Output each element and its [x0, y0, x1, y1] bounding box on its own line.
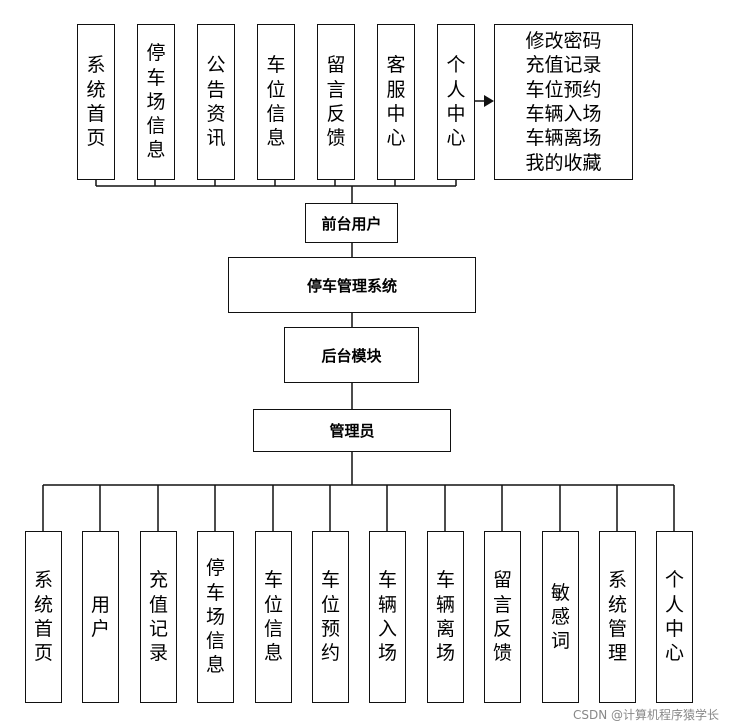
frontend-module-label: 客服中心	[386, 54, 406, 150]
personal-item: 我的收藏	[525, 151, 602, 174]
admin-module-label: 系统管理	[608, 569, 628, 665]
frontend-module-label: 公告资讯	[206, 54, 226, 150]
frontend-module-box: 个人中心	[437, 24, 475, 180]
frontend-module-box: 停车场信息	[137, 24, 175, 180]
backend-module-box: 后台模块	[284, 327, 419, 383]
admin-module-label: 系统首页	[34, 569, 54, 665]
admin-module-box: 车位预约	[312, 531, 349, 703]
admin-module-box: 车辆离场	[427, 531, 464, 703]
admin-module-label: 用户	[91, 593, 111, 640]
frontend-module-label: 车位信息	[266, 54, 286, 150]
admin-module-label: 留言反馈	[493, 569, 513, 665]
admin-label: 管理员	[329, 422, 375, 440]
personal-item: 充值记录	[525, 54, 602, 77]
system-label: 停车管理系统	[306, 276, 397, 295]
frontend-module-label: 停车场信息	[146, 42, 166, 162]
frontend-module-box: 客服中心	[377, 24, 415, 180]
frontend-module-box: 车位信息	[257, 24, 295, 180]
admin-module-label: 个人中心	[665, 569, 685, 665]
frontend-module-box: 系统首页	[77, 24, 115, 180]
personal-center-items-box: 修改密码 充值记录 车位预约 车辆入场 车辆离场 我的收藏	[494, 24, 633, 180]
admin-module-label: 车辆离场	[436, 569, 456, 665]
frontend-user-box: 前台用户	[305, 203, 398, 243]
admin-module-box: 敏感词	[542, 531, 579, 703]
admin-module-label: 充值记录	[149, 569, 169, 665]
system-box: 停车管理系统	[228, 257, 476, 313]
admin-box: 管理员	[253, 409, 451, 452]
admin-module-box: 停车场信息	[197, 531, 234, 703]
frontend-module-box: 公告资讯	[197, 24, 235, 180]
personal-item: 车辆离场	[525, 127, 602, 150]
frontend-module-box: 留言反馈	[317, 24, 355, 180]
admin-module-box: 车辆入场	[369, 531, 406, 703]
admin-module-label: 车位预约	[321, 569, 341, 665]
frontend-module-label: 留言反馈	[326, 54, 346, 150]
admin-module-box: 充值记录	[140, 531, 177, 703]
admin-module-box: 留言反馈	[484, 531, 521, 703]
watermark: CSDN @计算机程序猿学长	[572, 708, 719, 722]
admin-module-box: 系统管理	[599, 531, 636, 703]
admin-module-label: 车位信息	[264, 569, 284, 665]
personal-item: 车位预约	[525, 78, 602, 101]
admin-module-label: 敏感词	[551, 581, 571, 653]
personal-item: 车辆入场	[525, 103, 602, 125]
admin-module-box: 用户	[82, 531, 119, 703]
frontend-module-label: 个人中心	[446, 54, 466, 150]
frontend-module-label: 系统首页	[86, 54, 106, 150]
backend-module-label: 后台模块	[321, 346, 382, 365]
personal-item: 修改密码	[525, 30, 602, 53]
admin-module-box: 车位信息	[255, 531, 292, 703]
admin-module-box: 个人中心	[656, 531, 693, 703]
frontend-user-label: 前台用户	[321, 214, 382, 233]
admin-module-label: 停车场信息	[206, 557, 226, 677]
admin-module-box: 系统首页	[25, 531, 62, 703]
admin-module-label: 车辆入场	[378, 569, 398, 665]
